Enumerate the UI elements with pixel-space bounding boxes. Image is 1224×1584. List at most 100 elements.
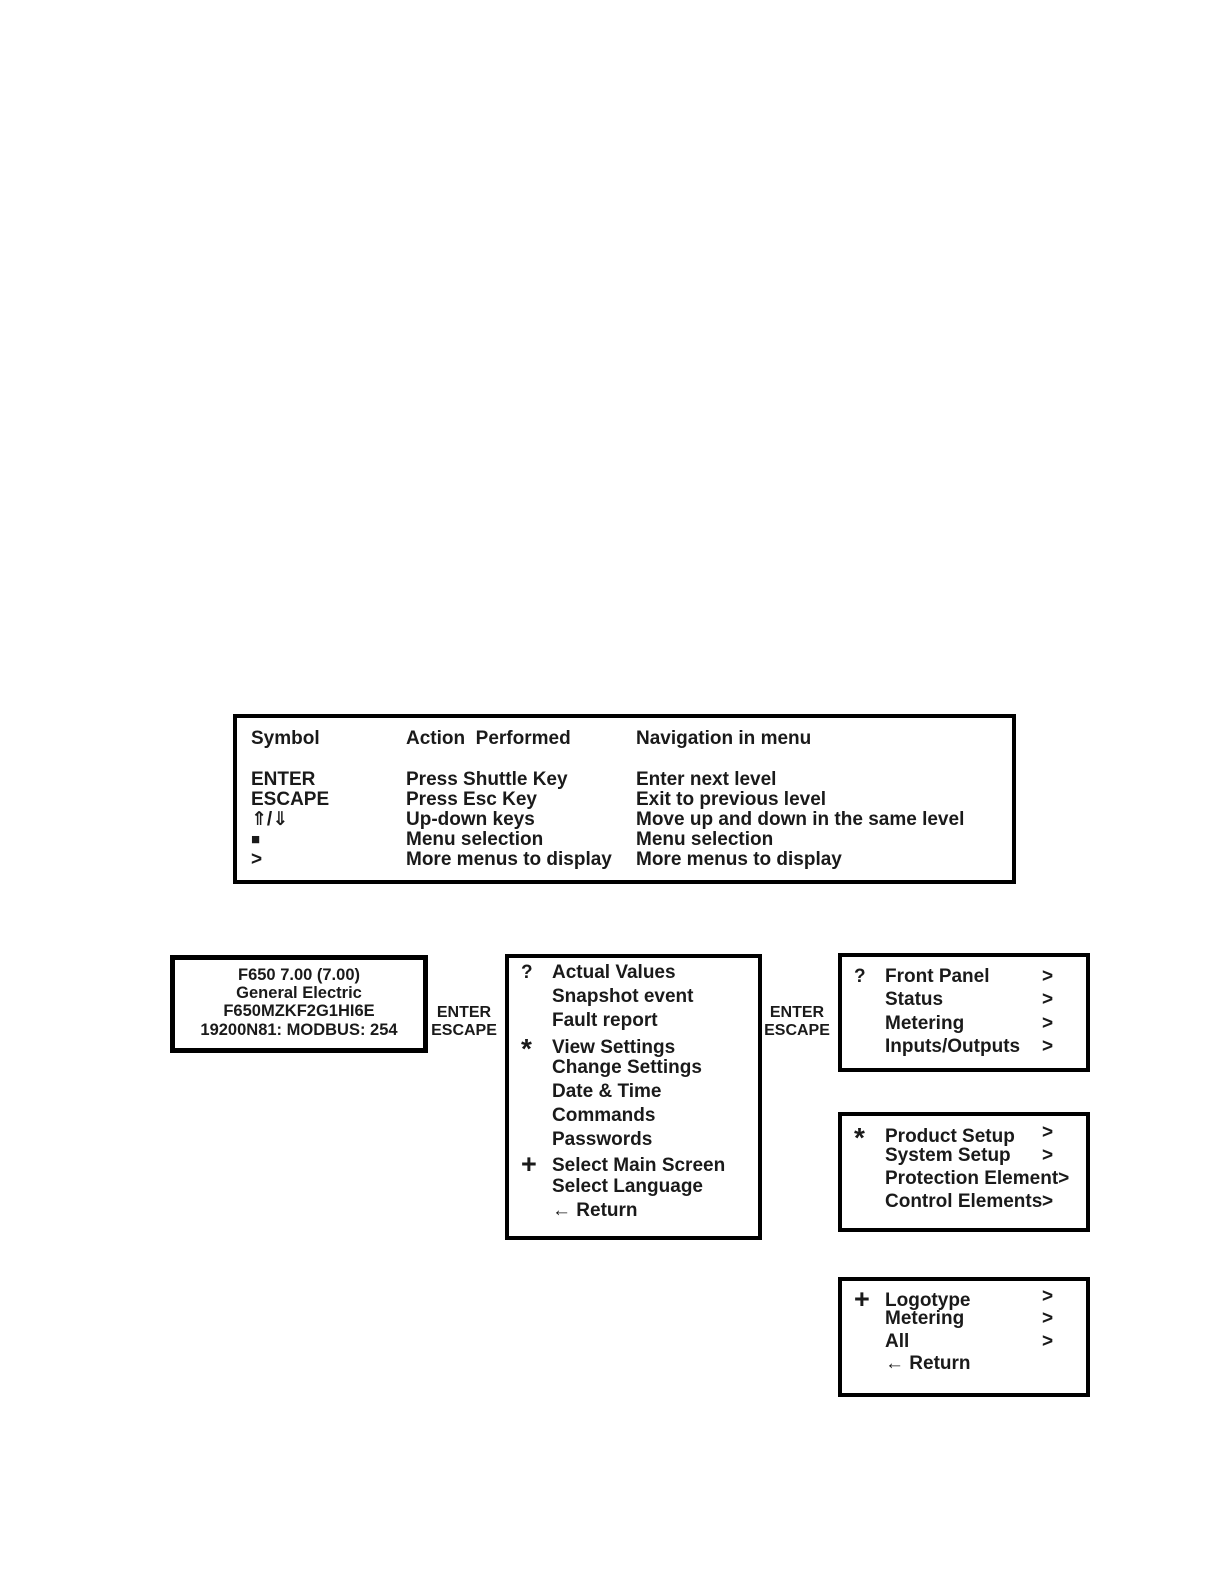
menu-item-passwords: Passwords — [509, 1128, 758, 1152]
menu-item-select-language: Select Language — [509, 1175, 758, 1199]
menu-item-protection-element: Protection Element> — [842, 1167, 1086, 1190]
menu-item-front-panel: ?Front Panel> — [842, 965, 1086, 988]
legend-action-cell: Up-down keys — [406, 809, 535, 830]
menu-item-date-time: Date & Time — [509, 1080, 758, 1104]
enter-escape-connector-2: ENTER ESCAPE — [759, 1004, 835, 1040]
select-main-screen-submenu-screen: + Logotype > Metering > All > ← Return — [838, 1277, 1090, 1397]
plus-icon: + — [521, 1149, 537, 1180]
legend-body: ENTER Press Shuttle Key Enter next level… — [251, 770, 1012, 870]
legend-header-action: Action Performed — [406, 728, 571, 749]
more-menus-arrow-icon: > — [1042, 1035, 1054, 1057]
menu-item-label: Status — [885, 989, 944, 1011]
more-menus-arrow-icon: > — [1042, 1122, 1054, 1143]
menu-item-label: ← Return — [552, 1199, 638, 1221]
legend-row-enter: ENTER Press Shuttle Key Enter next level — [251, 770, 1012, 790]
menu-item-label: Actual Values — [552, 962, 676, 983]
menu-item-inputs-outputs: Inputs/Outputs > — [842, 1035, 1086, 1058]
question-mark-icon: ? — [521, 962, 533, 983]
menu-item-logotype: + Logotype > — [842, 1284, 1086, 1314]
menu-item-change-settings: Change Settings — [509, 1056, 758, 1080]
more-menus-arrow-icon: > — [1042, 1145, 1054, 1166]
more-menus-arrow-icon: > — [1042, 1286, 1054, 1307]
escape-key-label: ESCAPE — [431, 1022, 497, 1039]
menu-item-label: Snapshot event — [552, 985, 694, 1007]
menu-item-all: All > — [842, 1331, 1086, 1353]
enter-escape-connector-1: ENTER ESCAPE — [426, 1004, 502, 1040]
actual-values-submenu-screen: ?Front Panel> Status> Metering> Inputs/O… — [838, 953, 1090, 1072]
legend-header-symbol: Symbol — [251, 728, 320, 749]
view-settings-submenu-screen: * Product Setup > System Setup > Protection… — [838, 1112, 1090, 1232]
legend-symbol-cell: ESCAPE — [251, 789, 330, 810]
legend-navigation-cell: Exit to previous level — [636, 789, 827, 810]
menu-item-label: Control Elements — [885, 1191, 1043, 1212]
menu-item-label: View Settings — [552, 1037, 676, 1059]
menu-item-label: Passwords — [552, 1128, 653, 1150]
menu-item-select-main-screen: + Select Main Screen — [509, 1149, 758, 1180]
menu-item-label: Select Main Screen — [552, 1155, 726, 1177]
enter-key-label: ENTER — [769, 1004, 825, 1021]
more-menus-arrow-icon: > — [1042, 989, 1054, 1011]
menu-item-label: Select Language — [552, 1176, 703, 1198]
plus-icon: + — [854, 1284, 870, 1314]
menu-item-return-2: ← Return — [842, 1353, 1086, 1375]
device-comms-line: 19200N81: MODBUS: 254 — [200, 1020, 398, 1039]
legend-row-escape: ESCAPE Press Esc Key Exit to previous le… — [251, 790, 1012, 810]
filled-square-icon: ■ — [251, 831, 261, 848]
menu-item-control-elements: Control Elements> — [842, 1190, 1086, 1213]
menu-item-fault-report: Fault report — [509, 1009, 758, 1033]
menu-item-metering-2: Metering > — [842, 1308, 1086, 1330]
menu-item-label: ← Return — [885, 1353, 971, 1375]
menu-item-label: Protection Element — [885, 1168, 1059, 1189]
menu-item-label: Change Settings — [552, 1057, 702, 1079]
legend-action-cell: Press Esc Key — [406, 789, 537, 810]
legend-action-cell: Press Shuttle Key — [406, 769, 568, 790]
asterisk-icon: * — [854, 1122, 865, 1153]
enter-key-label: ENTER — [436, 1004, 492, 1021]
menu-item-actual-values: ? Actual Values — [509, 961, 758, 985]
menu-item-label: System Setup — [885, 1145, 1011, 1166]
device-vendor-line: General Electric — [236, 984, 362, 1003]
menu-item-label: Logotype — [885, 1290, 971, 1311]
menu-item-label: Inputs/Outputs — [885, 1035, 1021, 1057]
more-menus-arrow-icon: > — [1042, 966, 1054, 987]
menu-item-label: Product Setup — [885, 1126, 1015, 1147]
menu-item-label: Fault report — [552, 1009, 658, 1031]
menu-item-view-settings: * View Settings — [509, 1032, 758, 1063]
legend-navigation-cell: Move up and down in the same level — [636, 809, 965, 830]
more-menus-arrow-icon: > — [1042, 1012, 1054, 1034]
device-order-code-line: F650MZKF2G1HI6E — [223, 1002, 375, 1021]
menu-item-metering: Metering > — [842, 1012, 1086, 1035]
more-menus-arrow-icon: > — [1042, 1330, 1054, 1352]
asterisk-icon: * — [521, 1033, 532, 1065]
main-menu-screen: ? Actual Values Snapshot event Fault repo… — [505, 954, 762, 1240]
escape-key-label: ESCAPE — [764, 1022, 830, 1039]
legend-row-menu-selection: ■ Menu selection Menu selection — [251, 830, 1012, 850]
up-down-arrows-icon: ⇑/⇓ — [251, 809, 289, 830]
menu-item-product-setup: * Product Setup > — [842, 1121, 1086, 1152]
menu-item-label: Date & Time — [552, 1080, 662, 1102]
relay-boot-screen: F650 7.00 (7.00) General Electric F650MZ… — [170, 955, 428, 1053]
legend-navigation-cell: Enter next level — [636, 769, 777, 790]
more-menus-arrow-icon: > — [1042, 1191, 1054, 1212]
greater-than-icon: > — [251, 849, 263, 870]
more-menus-arrow-icon: > — [1058, 1168, 1070, 1189]
legend-action-cell: Menu selection — [406, 829, 544, 850]
menu-item-commands: Commands — [509, 1104, 758, 1128]
device-model-line: F650 7.00 (7.00) — [238, 966, 360, 984]
legend-symbol-cell: ENTER — [251, 769, 316, 790]
legend-action-cell: More menus to display — [406, 849, 612, 870]
menu-item-snapshot-event: Snapshot event — [509, 985, 758, 1009]
more-menus-arrow-icon: > — [1042, 1308, 1054, 1330]
legend-row-more-menus: > More menus to display More menus to di… — [251, 850, 1012, 870]
menu-item-system-setup: System Setup > — [842, 1144, 1086, 1167]
legend-header-row: Symbol Action Performed Navigation in me… — [251, 729, 1012, 749]
legend-row-updown: ⇑/⇓ Up-down keys Move up and down in the… — [251, 810, 1012, 830]
menu-item-return: ← Return — [509, 1199, 758, 1223]
symbol-legend-table: Symbol Action Performed Navigation in me… — [233, 714, 1016, 884]
menu-item-label: Metering — [885, 1012, 965, 1034]
menu-item-label: Front Panel — [885, 966, 990, 987]
legend-header-navigation: Navigation in menu — [636, 728, 812, 749]
menu-item-label: All — [885, 1330, 910, 1352]
menu-item-label: Metering — [885, 1308, 965, 1330]
